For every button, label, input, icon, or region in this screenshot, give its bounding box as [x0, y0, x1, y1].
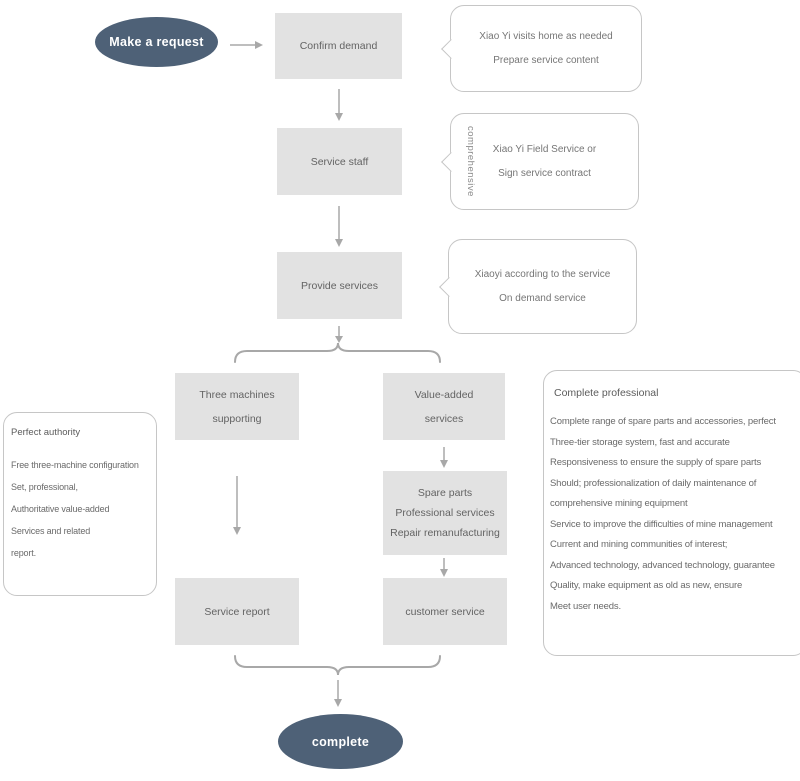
box-confirm-demand: Confirm demand	[275, 13, 402, 79]
arrow-down-icon	[440, 447, 448, 468]
panel-line: Service to improve the difficulties of m…	[550, 518, 773, 530]
box-label: supporting	[212, 412, 262, 425]
arrow-down-icon	[335, 326, 343, 343]
callout-line: Prepare service content	[493, 54, 599, 66]
panel-line: Authoritative value-added	[11, 504, 110, 514]
arrow-right-icon	[230, 41, 263, 49]
box-customer-service: customer service	[383, 578, 507, 645]
panel-title: Complete professional	[554, 387, 659, 399]
callout-line: Xiaoyi according to the service	[474, 268, 611, 280]
callout-line: Xiao Yi visits home as needed	[479, 30, 613, 42]
panel-line: Current and mining communities of intere…	[550, 539, 728, 550]
panel-line: Quality, make equipment as old as new, e…	[550, 580, 743, 591]
panel-line: Advanced technology, advanced technology…	[550, 559, 775, 571]
callout-body: Xiao Yi visits home as needed Prepare se…	[451, 6, 641, 91]
box-label: Provide services	[300, 279, 379, 292]
end-node: complete	[278, 714, 403, 769]
arrow-down-icon	[335, 89, 343, 121]
end-node-label: complete	[311, 734, 370, 749]
box-label: Spare parts	[417, 487, 473, 499]
callout-line: Sign service contract	[498, 167, 591, 179]
callout-according: Xiaoyi according to the service On deman…	[439, 239, 637, 334]
box-provide-services: Provide services	[277, 252, 402, 319]
panel-line: Should; professionalization of daily mai…	[550, 477, 757, 489]
box-label: Confirm demand	[299, 40, 378, 52]
split-brace-icon	[234, 342, 441, 363]
box-label: services	[424, 412, 464, 425]
start-node: Make a request	[95, 17, 218, 67]
panel-line: Set, professional,	[11, 482, 78, 492]
panel-perfect-authority: Perfect authority Free three-machine con…	[3, 412, 157, 596]
panel-line: Meet user needs.	[550, 600, 622, 612]
arrow-down-icon	[335, 206, 343, 247]
box-three-machines: Three machines supporting	[175, 373, 299, 440]
callout-line: On demand service	[499, 292, 586, 304]
box-label: Service report	[204, 605, 270, 618]
panel-complete-professional: Complete professional Complete range of …	[543, 370, 800, 656]
panel-line: Three-tier storage system, fast and accu…	[550, 436, 730, 448]
box-value-added: Value-added services	[383, 373, 505, 440]
callout-body: Xiaoyi according to the service On deman…	[449, 240, 636, 333]
box-spare-parts: Spare parts Professional services Repair…	[383, 471, 507, 555]
box-service-staff: Service staff	[277, 128, 402, 195]
arrow-down-icon	[334, 680, 342, 707]
panel-line: Free three-machine configuration	[11, 460, 139, 470]
vertical-label: comprehensive	[465, 126, 476, 197]
box-label: Service staff	[310, 155, 369, 168]
panel-line: Complete range of spare parts and access…	[550, 416, 776, 427]
merge-brace-icon	[234, 655, 441, 676]
callout-visit: Xiao Yi visits home as needed Prepare se…	[441, 5, 642, 92]
panel-line: report.	[11, 548, 36, 558]
box-label: Repair remanufacturing	[390, 527, 500, 539]
callout-body: Xiao Yi Field Service or Sign service co…	[451, 114, 638, 209]
panel-line: Responsiveness to ensure the supply of s…	[550, 457, 762, 468]
box-label: Professional services	[395, 507, 495, 519]
box-label: Three machines	[199, 388, 275, 401]
callout-line: Xiao Yi Field Service or	[492, 143, 597, 155]
box-service-report: Service report	[175, 578, 299, 645]
box-label: customer service	[405, 605, 485, 618]
arrow-down-icon	[233, 476, 241, 535]
callout-field-service: comprehensive Xiao Yi Field Service or S…	[441, 113, 639, 210]
arrow-down-icon	[440, 558, 448, 577]
panel-line: Services and related	[11, 526, 91, 536]
box-label: Value-added	[414, 388, 474, 401]
panel-title: Perfect authority	[11, 427, 81, 438]
start-node-label: Make a request	[109, 35, 204, 49]
panel-line: comprehensive mining equipment	[550, 498, 688, 509]
